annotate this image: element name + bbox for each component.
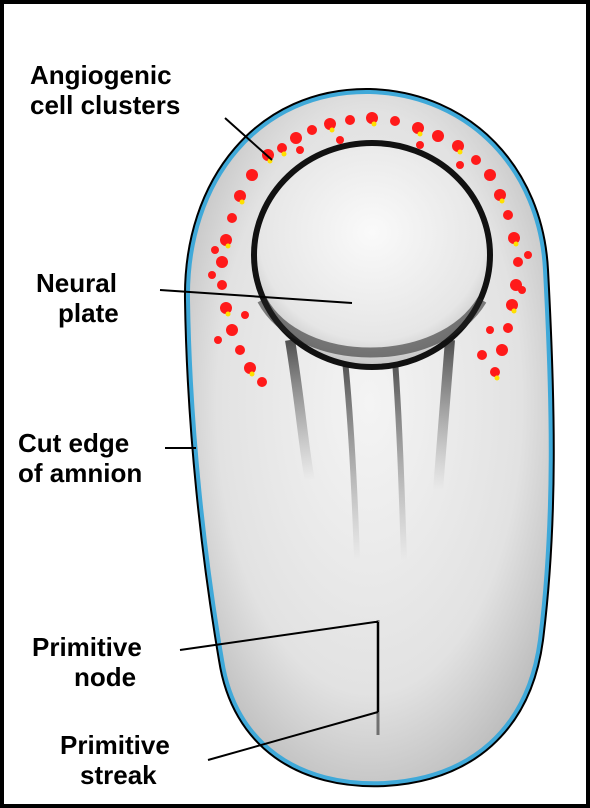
label-node-line2: node (32, 662, 142, 692)
label-amnion-line2: of amnion (18, 458, 142, 488)
label-streak-line1: Primitive (60, 730, 170, 760)
label-node-line1: Primitive (32, 632, 142, 662)
label-angiogenic-line2: cell clusters (30, 90, 180, 120)
label-angiogenic-cell-clusters: Angiogenic cell clusters (30, 60, 180, 120)
label-streak-line2: streak (60, 760, 170, 790)
label-cut-edge-of-amnion: Cut edge of amnion (18, 428, 142, 488)
label-primitive-streak: Primitive streak (60, 730, 170, 790)
label-neural-line1: Neural (36, 268, 119, 298)
label-angiogenic-line1: Angiogenic (30, 60, 180, 90)
label-amnion-line1: Cut edge (18, 428, 142, 458)
label-neural-plate: Neural plate (36, 268, 119, 328)
label-primitive-node: Primitive node (32, 632, 142, 692)
label-neural-line2: plate (36, 298, 119, 328)
